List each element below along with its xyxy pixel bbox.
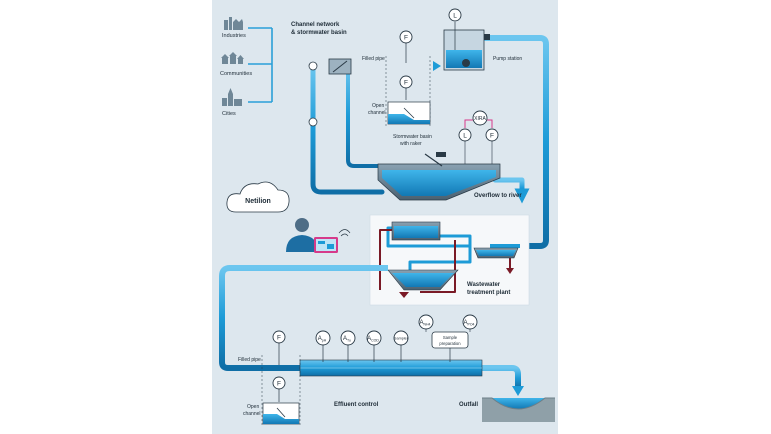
open-channel-top-label-1: Open xyxy=(372,103,384,109)
netilion-label: Netilion xyxy=(245,198,271,205)
flow-meter-channel-bottom xyxy=(272,376,286,390)
flow-meter-channel-top xyxy=(399,75,413,89)
analyzer-ph-label: ApH xyxy=(318,336,327,343)
open-channel-bottom-label-2: channel xyxy=(243,411,261,417)
communities-icon xyxy=(221,52,244,64)
river-outfall xyxy=(482,397,555,422)
stormwater-basin xyxy=(377,152,501,201)
outfall-label: Outfall xyxy=(459,402,478,408)
flow-meter-channel-bottom-label: F xyxy=(277,381,281,388)
tablet-icon xyxy=(314,237,338,253)
sample-preparation-label-2: preparation xyxy=(439,341,461,346)
outfall-arrow xyxy=(512,386,524,396)
filled-pipe-top-label: Filled pipe xyxy=(362,56,385,62)
analyzer-po4-label: APO4 xyxy=(463,320,474,327)
flow-meter-channel-top-label: F xyxy=(404,80,408,87)
xira-meter-label: XIRA xyxy=(474,116,486,122)
channel-network-label-2: & stormwater basin xyxy=(291,30,347,36)
overflow-arrow xyxy=(517,193,527,201)
effluent-control-label: Effluent control xyxy=(334,402,379,408)
communities-label: Communities xyxy=(220,71,252,77)
flow-meter-pipe-bottom xyxy=(272,330,286,344)
wifi-icon xyxy=(338,229,351,237)
operator-icon xyxy=(286,218,318,252)
analyzer-ph xyxy=(315,330,331,346)
level-meter-pump-label: L xyxy=(453,13,457,20)
main-pipe-top xyxy=(269,35,549,249)
open-channel-bottom xyxy=(262,402,300,425)
filled-pipe-bottom-label: Filled pipe xyxy=(238,357,261,363)
channel-network-label-1: Channel network xyxy=(291,22,340,28)
clarifier-left xyxy=(387,269,459,291)
analyzer-tu xyxy=(340,330,356,346)
industries-icon xyxy=(224,17,243,30)
level-meter-basin-label: L xyxy=(463,133,467,140)
analyzer-cod xyxy=(366,330,382,346)
sludge-arrow-right xyxy=(506,268,514,274)
cities-icon xyxy=(222,88,242,106)
level-meter-pump xyxy=(448,8,462,22)
analyzer-tu-label: ATu xyxy=(343,336,351,343)
open-channel-bottom-label-1: Open xyxy=(247,404,259,410)
cities-label: Cities xyxy=(222,111,236,117)
effluent-channel xyxy=(299,359,483,377)
pump-station xyxy=(443,22,490,71)
junction-valve xyxy=(308,61,318,71)
sample-preparation-label-1: Sample xyxy=(443,335,458,340)
screen-chamber xyxy=(328,58,352,75)
flow-meter-pipe-bottom-label: F xyxy=(277,335,281,342)
overflow-label: Overflow to river xyxy=(474,193,522,199)
cloud-icon xyxy=(226,181,290,213)
analyzer-nh4 xyxy=(418,314,434,330)
analyzer-cod-label: ACOD xyxy=(367,336,379,343)
analyzer-nh4-label: ANH4 xyxy=(419,320,430,327)
xira-meter xyxy=(472,110,488,126)
sampler-label: Sampler xyxy=(394,337,409,341)
flow-meter-top-label: F xyxy=(404,35,408,42)
sample-preparation-box xyxy=(431,331,469,349)
flow-arrow-top xyxy=(433,61,441,71)
industries-label: Industries xyxy=(222,33,246,39)
flow-meter-basin-label: F xyxy=(490,133,494,140)
pump-station-label: Pump station xyxy=(493,56,522,62)
open-channel-top xyxy=(387,101,431,125)
analyzer-po4 xyxy=(462,314,478,330)
clarifier-right xyxy=(473,247,519,259)
loop-valve xyxy=(308,117,318,127)
main-pipe-bottom xyxy=(219,265,521,388)
stormwater-basin-label-1: Stormwater basin xyxy=(393,134,432,140)
wwtp-label-2: treatment plant xyxy=(467,290,510,296)
wwtp-label-1: Wastewater xyxy=(467,282,501,288)
aeration-tank xyxy=(391,221,441,241)
stormwater-basin-label-2: with raker xyxy=(400,141,422,147)
open-channel-top-label-2: channel xyxy=(368,110,386,116)
flow-meter-top xyxy=(399,30,413,44)
analyzer-stems xyxy=(322,344,451,362)
sampler xyxy=(393,330,409,346)
sludge-arrow-left xyxy=(399,292,409,298)
